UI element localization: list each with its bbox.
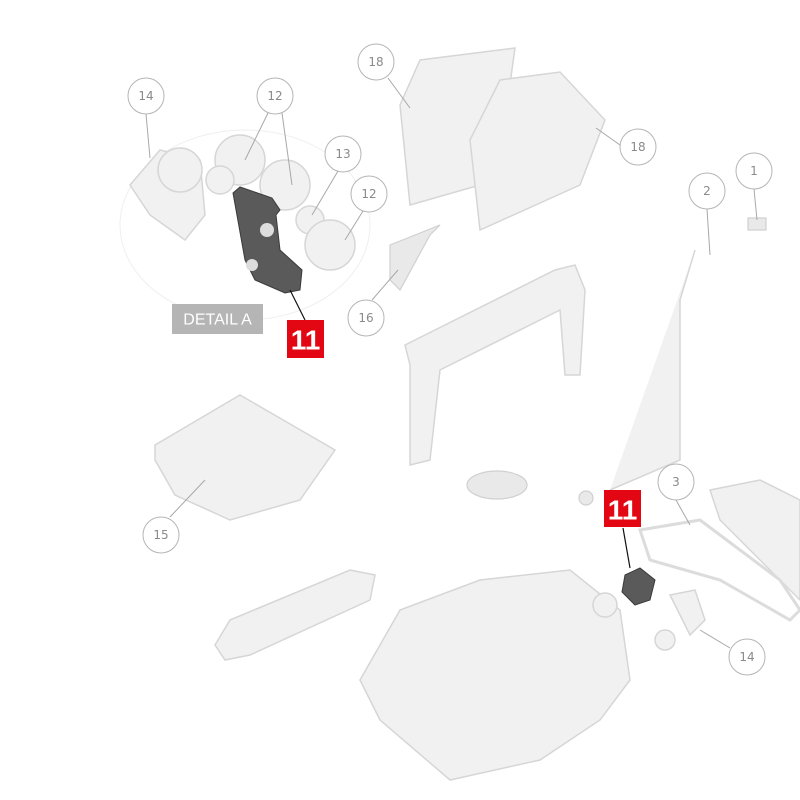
gear-part [654, 629, 676, 651]
main-assembly [154, 47, 800, 781]
svg-text:1: 1 [750, 164, 758, 178]
callout-12: 12 [350, 175, 388, 213]
detail-a-view [119, 129, 371, 321]
callout-16: 16 [347, 299, 385, 337]
svg-text:3: 3 [672, 475, 680, 489]
svg-text:14: 14 [138, 89, 153, 103]
side-body-part [709, 479, 800, 602]
gear-part [592, 592, 618, 618]
gear-part-12 [259, 159, 311, 211]
svg-text:12: 12 [267, 89, 282, 103]
handle-part [404, 264, 586, 466]
drive-plate-part-11 [621, 567, 656, 606]
gear-part [157, 147, 203, 193]
roller-brush-part [214, 569, 376, 661]
callout-14: 14 [728, 638, 766, 676]
highlight-callout-11: 11 [287, 320, 324, 358]
track-belt-part-3 [638, 518, 800, 622]
svg-text:11: 11 [608, 495, 638, 526]
callout-18: 18 [357, 43, 395, 81]
bar-part-16 [389, 224, 441, 291]
side-plate-part-14 [668, 589, 706, 637]
top-cover-part-18 [469, 71, 606, 232]
svg-text:12: 12 [361, 187, 376, 201]
callout-12: 12 [256, 77, 294, 115]
callout-14: 14 [127, 77, 165, 115]
svg-text:13: 13 [335, 147, 350, 161]
svg-text:2: 2 [703, 184, 711, 198]
gear-part [205, 165, 235, 195]
motor-housing-part [359, 569, 631, 781]
leader-lines [145, 77, 758, 649]
callout-18: 18 [619, 128, 657, 166]
hose-part-2 [609, 249, 696, 491]
gear-part-12 [304, 219, 356, 271]
svg-text:11: 11 [291, 325, 321, 356]
bushing-part [578, 490, 594, 506]
callout-13: 13 [324, 135, 362, 173]
svg-text:15: 15 [153, 528, 168, 542]
svg-text:18: 18 [630, 140, 645, 154]
callout-2: 2 [688, 172, 726, 210]
svg-text:14: 14 [739, 650, 754, 664]
callout-3: 3 [657, 463, 695, 501]
callout-15: 15 [142, 516, 180, 554]
filter-box-part-15 [154, 394, 337, 521]
svg-text:DETAIL A: DETAIL A [183, 312, 252, 329]
svg-text:16: 16 [358, 311, 373, 325]
callout-1: 1 [735, 152, 773, 190]
detail-a-label: DETAIL A [172, 304, 263, 334]
svg-text:18: 18 [368, 55, 383, 69]
highlight-callout-11: 11 [604, 490, 641, 527]
impeller-part [466, 470, 528, 500]
